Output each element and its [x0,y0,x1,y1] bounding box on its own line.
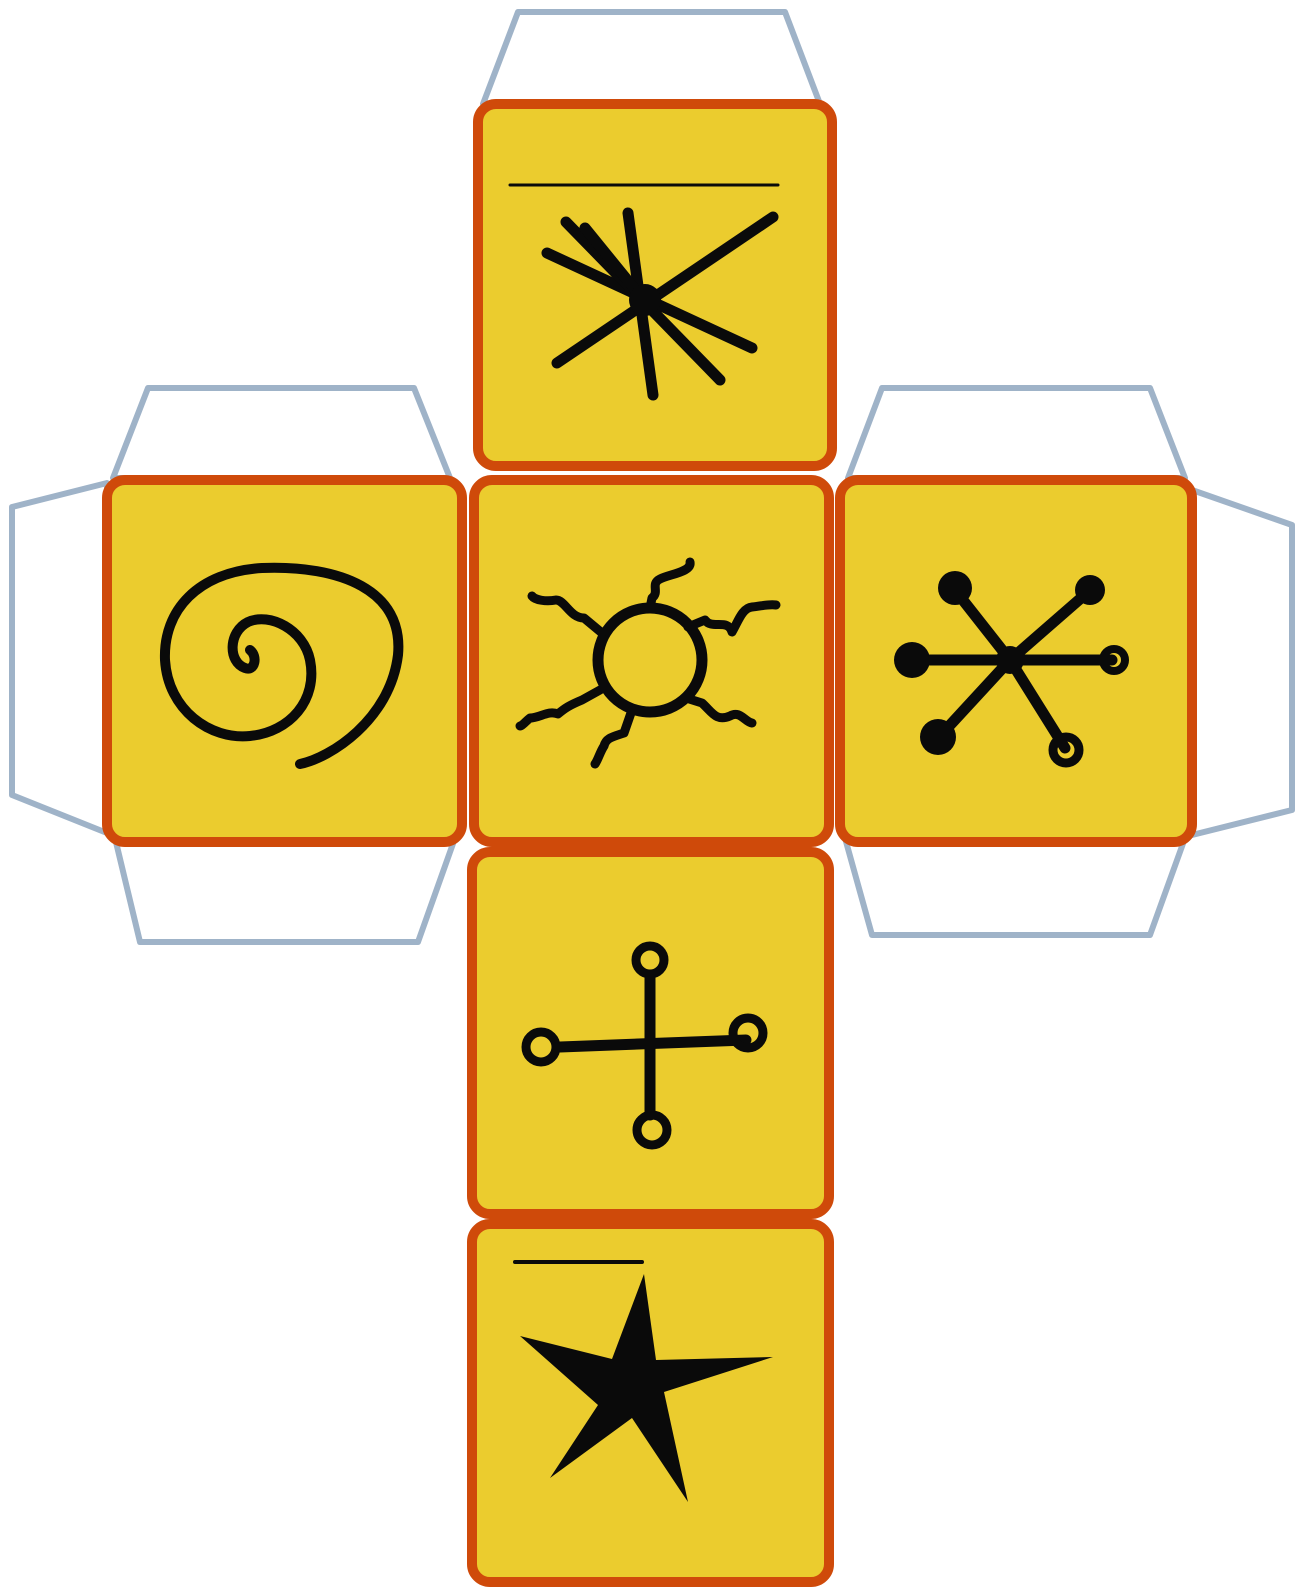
flap-left-side [12,483,107,833]
flap-right-bottom [845,838,1185,935]
flap-top [483,12,820,104]
flap-left-bottom [115,838,455,942]
flap-right-top [848,388,1185,478]
flap-right-side [1192,490,1292,835]
face-top-tile [478,104,832,466]
face-bottom [472,1224,829,1582]
face-right [840,480,1192,842]
flap-left-top [113,388,450,478]
face-center-tile [474,480,829,842]
dice-faces [107,104,1192,1582]
face-lower-middle [472,852,829,1214]
face-top [478,104,832,466]
face-center [474,480,829,842]
face-left [107,480,462,842]
